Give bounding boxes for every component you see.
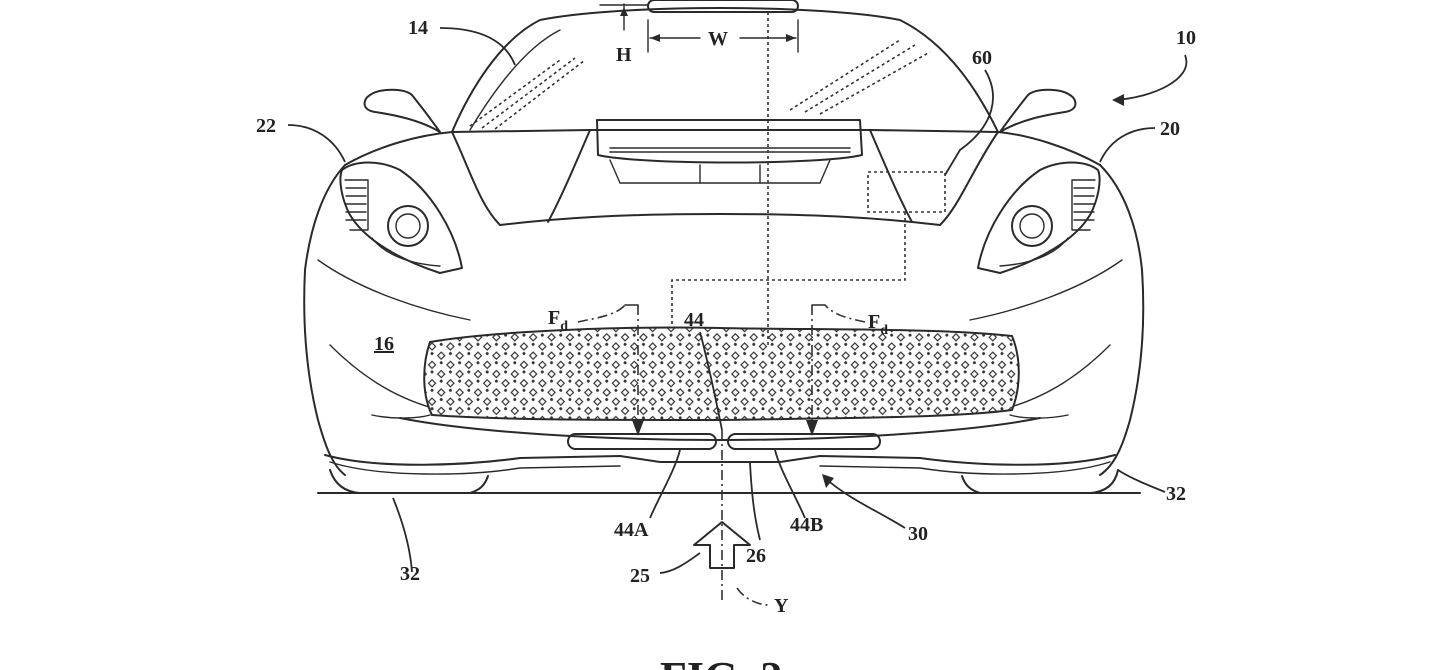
label-16: 16 — [374, 333, 394, 355]
label-44b: 44B — [790, 514, 823, 536]
controller-box — [672, 172, 945, 345]
label-h: H — [616, 44, 632, 66]
label-30: 30 — [908, 523, 928, 545]
label-22: 22 — [256, 115, 276, 137]
label-fd-left-sub: d — [560, 319, 568, 334]
label-10: 10 — [1176, 27, 1196, 49]
label-25: 25 — [630, 565, 650, 587]
front-splitter — [325, 418, 1115, 474]
label-32-right: 32 — [1166, 483, 1186, 505]
label-32-left: 32 — [400, 563, 420, 585]
label-14: 14 — [408, 17, 428, 39]
label-44a: 44A — [614, 519, 649, 541]
left-headlight — [340, 163, 462, 274]
right-mirror — [1000, 90, 1075, 132]
label-y: Y — [774, 595, 789, 617]
label-60: 60 — [972, 47, 992, 69]
label-w: W — [708, 28, 728, 50]
dimension-h — [620, 4, 628, 30]
front-grille — [424, 328, 1019, 420]
left-mirror — [365, 90, 440, 132]
centerline — [722, 12, 768, 600]
label-fd-right-sub: d — [880, 323, 888, 338]
right-headlight — [978, 163, 1100, 274]
figure-caption: FIG. 2 — [660, 653, 782, 670]
label-20: 20 — [1160, 118, 1180, 140]
label-44: 44 — [684, 309, 704, 331]
label-fd-left-main: F — [548, 307, 560, 329]
windshield — [452, 8, 998, 132]
label-fd-right-main: F — [868, 311, 880, 333]
label-26: 26 — [746, 545, 766, 567]
